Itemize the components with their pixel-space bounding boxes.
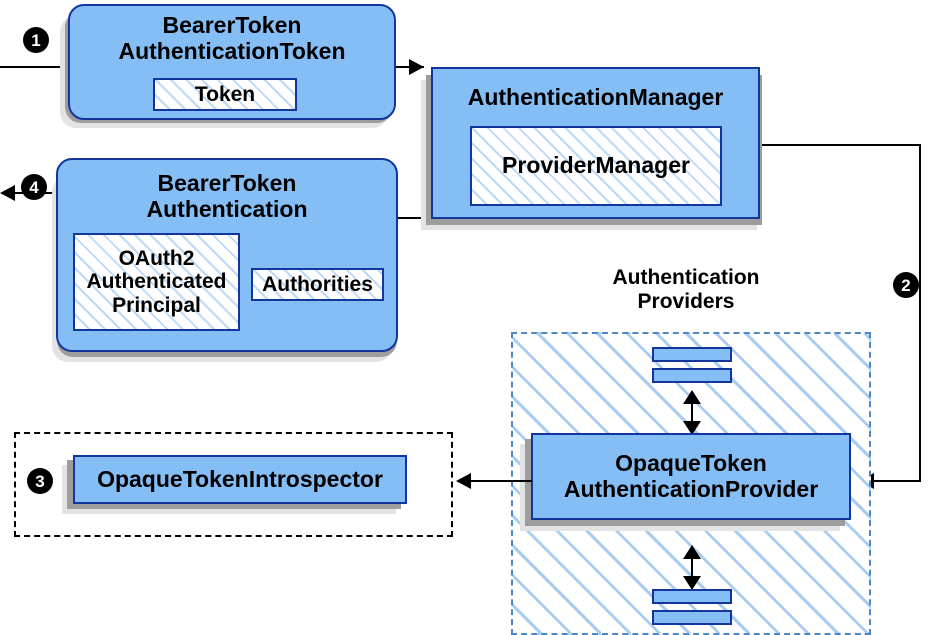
connector-provider-to-bottom-bars-arrow-down bbox=[683, 576, 701, 590]
connector-authentication-out-arrow bbox=[0, 185, 15, 201]
step-marker-1: 1 bbox=[23, 27, 49, 53]
connector-top-bars-to-provider-arrow-down bbox=[683, 421, 701, 435]
provider-placeholder-bar-bottom-1 bbox=[652, 589, 732, 604]
connector-token-to-manager-line bbox=[388, 66, 424, 68]
bearer-token-authentication-token-title: BearerToken AuthenticationToken bbox=[118, 12, 346, 64]
subbox-provider-manager[interactable]: ProviderManager bbox=[470, 126, 722, 206]
step-marker-2: 2 bbox=[893, 272, 919, 298]
opaque-token-authentication-provider-title: OpaqueToken AuthenticationProvider bbox=[563, 449, 819, 502]
connector-provider-to-bottom-bars-line bbox=[691, 551, 693, 589]
bearer-token-authentication-title: BearerToken Authentication bbox=[146, 170, 308, 222]
subbox-token[interactable]: Token bbox=[153, 78, 297, 111]
provider-placeholder-bar-top-2 bbox=[652, 368, 732, 383]
connector-top-bars-to-provider-line bbox=[691, 396, 693, 434]
connector-provider-to-introspector-line bbox=[470, 480, 532, 482]
node-opaque-token-authentication-provider[interactable]: OpaqueToken AuthenticationProvider bbox=[531, 433, 851, 520]
authentication-manager-title: AuthenticationManager bbox=[467, 84, 724, 110]
subbox-authorities[interactable]: Authorities bbox=[251, 268, 384, 301]
provider-placeholder-bar-top-1 bbox=[652, 347, 732, 362]
connector-provider-to-introspector-arrow bbox=[456, 473, 471, 489]
connector-manager-rail-top bbox=[758, 144, 921, 146]
connector-manager-rail-bottom bbox=[873, 480, 921, 482]
subbox-oauth2-authenticated-principal[interactable]: OAuth2 Authenticated Principal bbox=[73, 233, 240, 331]
connector-token-to-manager-arrow bbox=[409, 59, 424, 75]
group-label-authentication-providers: Authentication Providers bbox=[612, 266, 760, 313]
step-marker-4: 4 bbox=[21, 174, 47, 200]
provider-placeholder-bar-bottom-2 bbox=[652, 610, 732, 625]
step-marker-3: 3 bbox=[27, 468, 53, 494]
node-opaque-token-introspector[interactable]: OpaqueTokenIntrospector bbox=[73, 455, 407, 504]
opaque-token-introspector-title: OpaqueTokenIntrospector bbox=[97, 465, 383, 492]
connector-manager-rail-right bbox=[919, 144, 921, 482]
connector-provider-to-bottom-bars-arrow-up bbox=[683, 545, 701, 559]
connector-request-in bbox=[0, 66, 72, 68]
connector-top-bars-to-provider-arrow-up bbox=[683, 390, 701, 404]
